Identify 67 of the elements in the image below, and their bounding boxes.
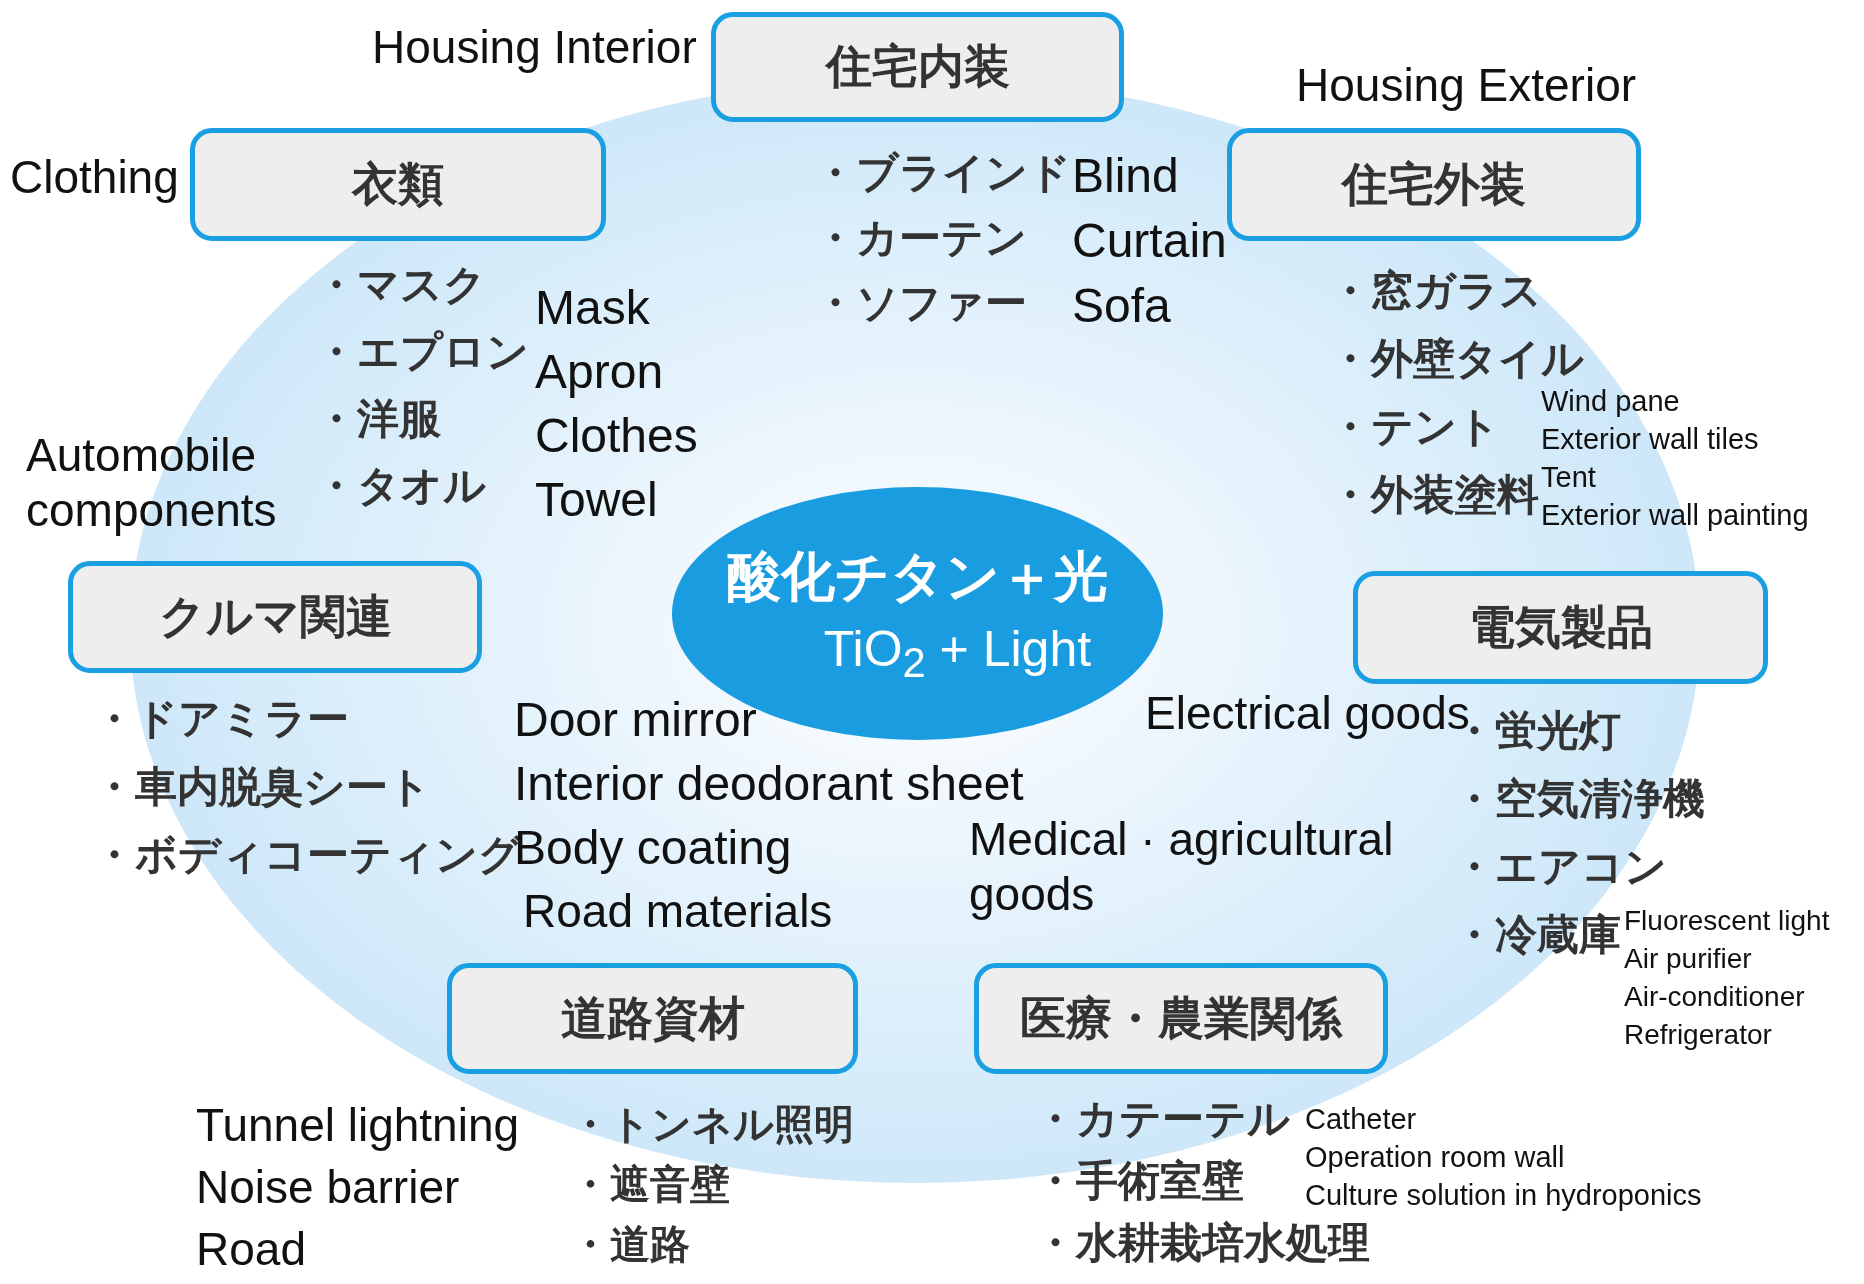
- category-label: 道路資材: [560, 989, 745, 1047]
- category-label: 電気製品: [1468, 598, 1653, 656]
- item-translation: Catheter: [1305, 1104, 1417, 1136]
- list-item: ・エプロン: [315, 329, 529, 376]
- item-translation: Exterior wall painting: [1541, 500, 1809, 532]
- category-box: [68, 561, 482, 673]
- item-translation: Mask: [535, 282, 650, 335]
- item-translation: Apron: [535, 346, 664, 399]
- list-item: ・空気清浄機: [1453, 776, 1705, 823]
- list-item: ・遮音壁: [570, 1162, 730, 1206]
- item-translation: Refrigerator: [1624, 1020, 1772, 1051]
- category-label: クルマ関連: [158, 588, 392, 645]
- category-box: [711, 12, 1124, 122]
- title-text: 酸化チタン＋光: [727, 543, 1108, 610]
- item-translation: Noise barrier: [196, 1162, 460, 1213]
- list-item: ・ブラインド: [814, 150, 1071, 197]
- category-label: 医療・農業関係: [1020, 989, 1342, 1047]
- list-item: ・外壁タイル: [1329, 336, 1584, 383]
- category-caption: Clothing: [10, 152, 179, 203]
- category-label: 衣類: [352, 155, 444, 213]
- item-translation: Sofa: [1072, 280, 1171, 333]
- list-item: ・窓ガラス: [1329, 268, 1542, 315]
- category-box: [1353, 571, 1768, 684]
- category-caption: Housing Interior: [372, 22, 697, 73]
- item-translation: Road: [196, 1224, 306, 1275]
- list-item: ・手術室壁: [1034, 1158, 1244, 1205]
- list-item: ・洋服: [315, 396, 441, 443]
- list-item: ・カテーテル: [1034, 1096, 1290, 1143]
- item-translation: Fluorescent light: [1624, 906, 1830, 937]
- item-translation: Tent: [1541, 462, 1596, 494]
- item-translation: Air purifier: [1624, 944, 1752, 975]
- item-translation: Towel: [535, 474, 658, 527]
- category-caption: Automobile components: [26, 428, 278, 539]
- item-translation: Interior deodorant sheet: [514, 758, 1024, 811]
- list-item: ・冷蔵庫: [1453, 912, 1621, 959]
- item-translation: Door mirror: [514, 694, 757, 747]
- category-box: [974, 963, 1388, 1074]
- item-translation: Wind pane: [1541, 386, 1680, 418]
- category-box: [447, 963, 858, 1074]
- item-translation: Air-conditioner: [1624, 982, 1805, 1013]
- category-label: 住宅外装: [1342, 155, 1526, 213]
- item-translation: Blind: [1072, 150, 1179, 203]
- item-translation: Culture solution in hydroponics: [1305, 1180, 1702, 1212]
- category-label: 住宅内装: [825, 38, 1010, 95]
- list-item: ・道路: [570, 1222, 690, 1266]
- list-item: ・エアコン: [1453, 844, 1667, 891]
- category-caption: Medical · agricultural goods: [969, 812, 1395, 923]
- category-box: [1227, 128, 1641, 241]
- category-box: [190, 128, 606, 241]
- list-item: ・タオル: [315, 463, 486, 510]
- list-item: ・ソファー: [814, 280, 1027, 327]
- list-item: ・外装塗料: [1329, 472, 1539, 519]
- item-translation: Clothes: [535, 410, 698, 463]
- list-item: ・ドアミラー: [93, 696, 349, 743]
- list-item: ・テント: [1329, 404, 1500, 451]
- list-item: ・トンネル照明: [570, 1102, 854, 1146]
- item-translation: Tunnel lightning: [196, 1100, 520, 1151]
- category-caption: Road materials: [523, 886, 833, 937]
- item-translation: Operation room wall: [1305, 1142, 1565, 1174]
- category-caption: Housing Exterior: [1296, 60, 1637, 111]
- formula-text: TiO$_{2}$ + Light: [823, 619, 1092, 687]
- list-item: ・マスク: [315, 262, 486, 309]
- item-translation: Curtain: [1072, 215, 1227, 268]
- list-item: ・車内脱臭シート: [93, 764, 431, 811]
- list-item: ・水耕栽培水処理: [1034, 1220, 1370, 1267]
- list-item: ・カーテン: [814, 215, 1027, 262]
- item-translation: Exterior wall tiles: [1541, 424, 1759, 456]
